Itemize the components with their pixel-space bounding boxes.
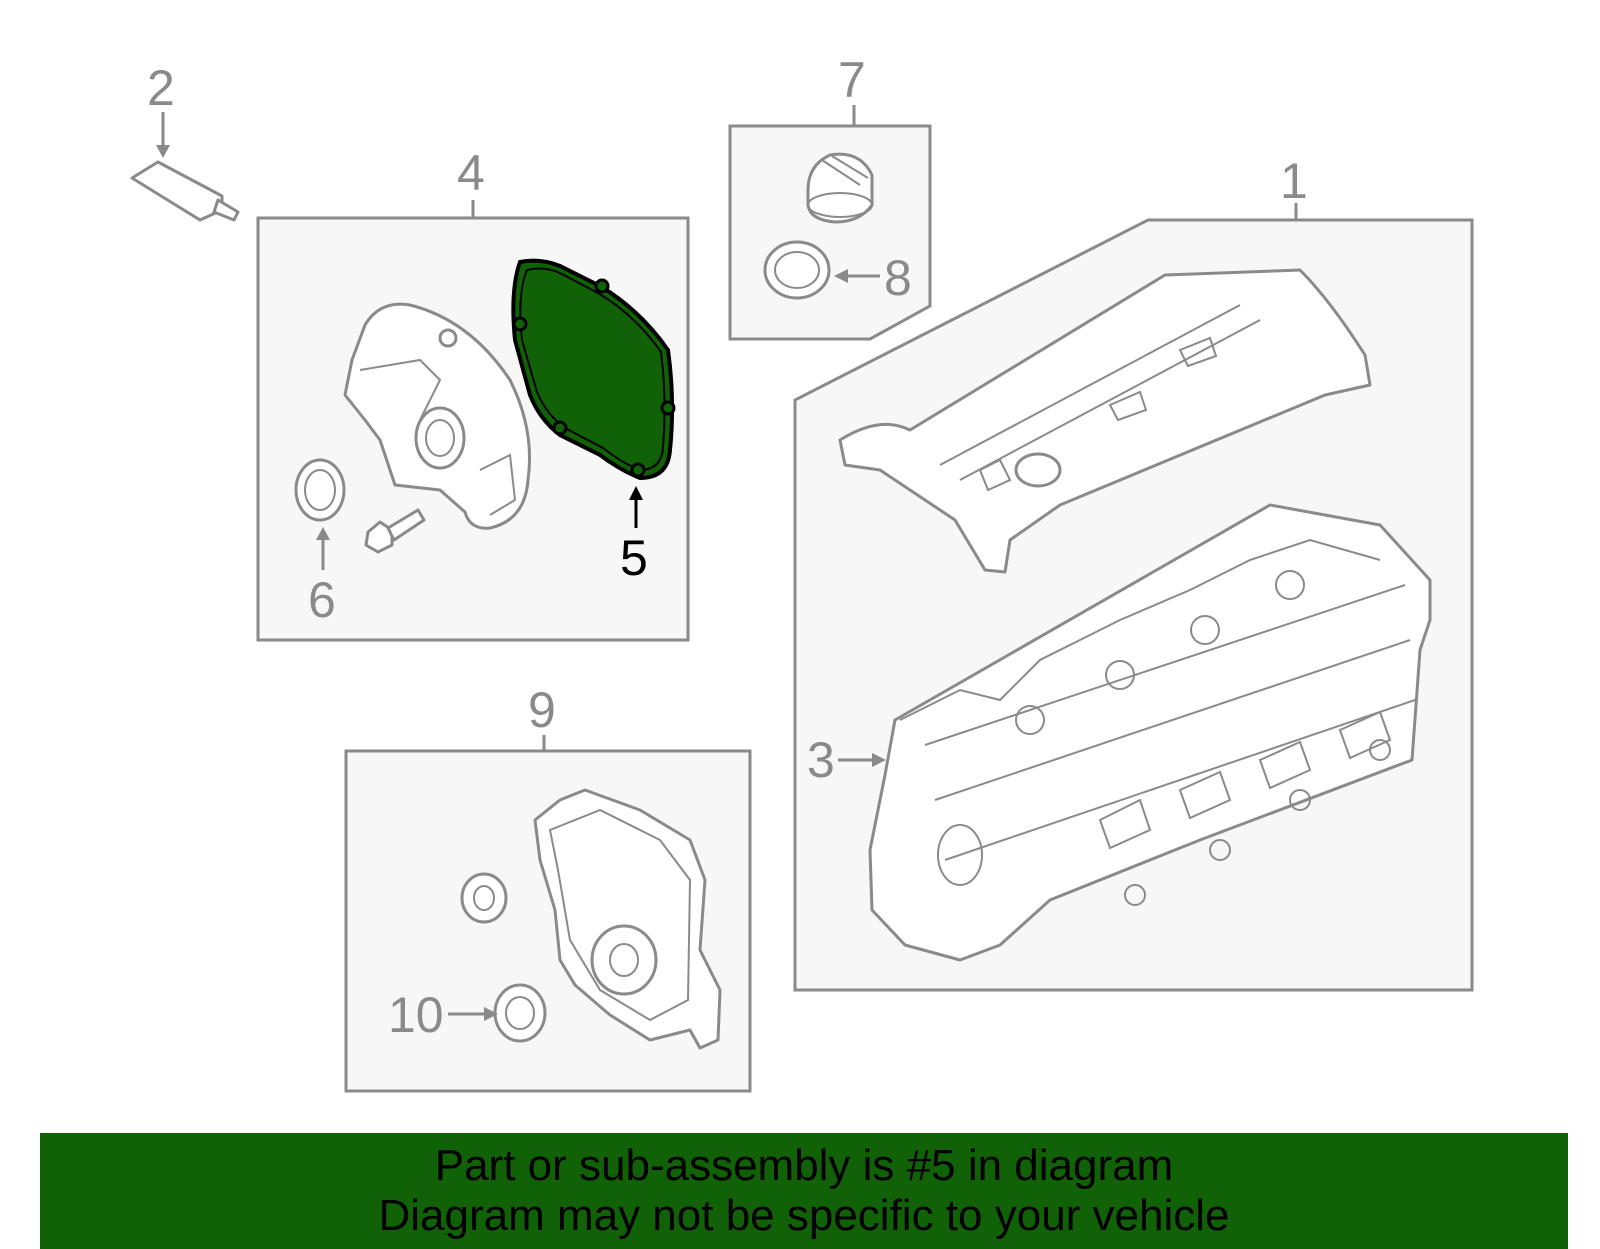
- seal-part-10: [493, 983, 547, 1043]
- seal-part-9a: [460, 872, 508, 924]
- bolt-part: [364, 508, 426, 554]
- callout-5: 5: [620, 530, 648, 586]
- sealant-tube-part: [130, 160, 240, 222]
- callout-8: 8: [884, 250, 912, 306]
- callout-10: 10: [388, 987, 444, 1043]
- gasket-part-5-highlighted: [511, 258, 676, 481]
- banner-line-1: Part or sub-assembly is #5 in diagram: [434, 1141, 1174, 1190]
- timing-cover-part: [343, 302, 531, 530]
- valve-cover-part: [838, 268, 1372, 574]
- callout-9: 9: [528, 682, 556, 738]
- callout-4: 4: [457, 145, 485, 201]
- callout-1: 1: [1280, 153, 1308, 209]
- seal-part-6: [294, 458, 346, 522]
- callout-3: 3: [807, 732, 835, 788]
- seal-ring-part-8: [763, 240, 831, 300]
- cylinder-head-part: [868, 503, 1432, 962]
- banner-line-2: Diagram may not be specific to your vehi…: [378, 1191, 1230, 1240]
- oil-filler-cap-part: [806, 152, 874, 224]
- lower-timing-cover-part: [533, 788, 722, 1050]
- callout-7: 7: [838, 52, 866, 108]
- callout-2: 2: [147, 60, 175, 116]
- callout-6: 6: [308, 572, 336, 628]
- info-banner: Part or sub-assembly is #5 in diagram Di…: [40, 1133, 1568, 1249]
